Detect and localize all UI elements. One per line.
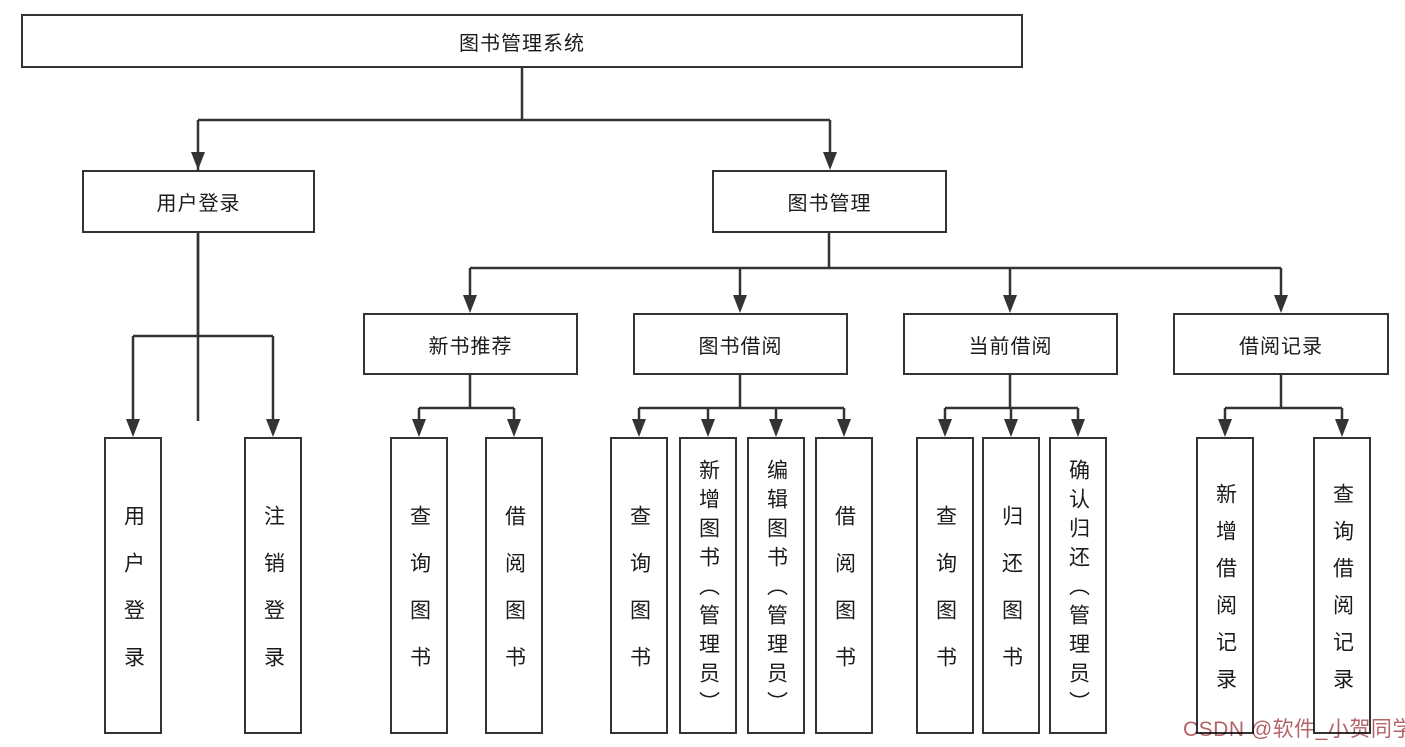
edge-root-split xyxy=(196,68,832,421)
leaf-add-borrow-record: 新增借阅记录 xyxy=(1196,437,1254,734)
node-borrowing-records: 借阅记录 xyxy=(1173,313,1389,375)
node-user-login: 用户登录 xyxy=(82,170,315,233)
leaf-query-books-current: 查询图书 xyxy=(916,437,974,734)
leaf-label: 借阅图书 xyxy=(502,504,526,693)
leaf-label: 新增借阅记录 xyxy=(1213,482,1237,705)
leaf-label: 借阅图书 xyxy=(832,504,856,693)
node-library-management-system: 图书管理系统 xyxy=(21,14,1023,68)
leaf-query-books-borrow: 查询图书 xyxy=(610,437,668,734)
leaf-edit-books-admin: 编辑图书（管理员） xyxy=(747,437,805,734)
leaf-confirm-return-admin: 确认归还（管理员） xyxy=(1049,437,1107,734)
node-label: 当前借阅 xyxy=(968,335,1053,358)
leaf-label: 归还图书 xyxy=(999,504,1023,693)
node-label: 图书管理 xyxy=(787,193,872,215)
node-book-borrowing: 图书借阅 xyxy=(633,313,848,375)
leaf-borrow-books-borrow: 借阅图书 xyxy=(815,437,873,734)
leaf-user-login: 用户登录 xyxy=(104,437,162,734)
leaf-return-books: 归还图书 xyxy=(982,437,1040,734)
leaf-label: 编辑图书（管理员） xyxy=(764,459,788,720)
leaf-query-borrow-record: 查询借阅记录 xyxy=(1313,437,1371,734)
edge-bookmgmt-split xyxy=(468,233,1283,297)
node-label: 图书管理系统 xyxy=(459,32,585,55)
leaf-label: 用户登录 xyxy=(121,504,145,693)
leaf-label: 新增图书（管理员） xyxy=(696,459,720,720)
leaf-add-books-admin: 新增图书（管理员） xyxy=(679,437,737,734)
edge-newbook-split xyxy=(417,375,516,421)
node-label: 用户登录 xyxy=(156,193,241,215)
leaf-label: 查询图书 xyxy=(627,504,651,693)
node-label: 借阅记录 xyxy=(1239,335,1323,358)
leaf-query-books-recommend: 查询图书 xyxy=(390,437,448,734)
leaf-label: 注销登录 xyxy=(261,504,285,693)
edge-borrow-split xyxy=(637,375,846,421)
node-book-management: 图书管理 xyxy=(712,170,947,233)
edge-current-split xyxy=(943,375,1080,421)
leaf-label: 查询借阅记录 xyxy=(1330,482,1354,705)
leaf-label: 确认归还（管理员） xyxy=(1066,459,1090,720)
leaf-borrow-books-recommend: 借阅图书 xyxy=(485,437,543,734)
node-current-borrowing: 当前借阅 xyxy=(903,313,1118,375)
edge-records-split xyxy=(1223,375,1344,421)
node-new-book-recommendation: 新书推荐 xyxy=(363,313,578,375)
leaf-logout: 注销登录 xyxy=(244,437,302,734)
node-label: 新书推荐 xyxy=(428,335,513,358)
edge-userlogin-split xyxy=(131,233,275,421)
leaf-label: 查询图书 xyxy=(933,504,957,693)
node-label: 图书借阅 xyxy=(698,335,783,358)
arrowheads xyxy=(126,152,1349,437)
csdn-watermark: CSDN @软件_小贺同学 xyxy=(1183,718,1405,741)
leaf-label: 查询图书 xyxy=(407,504,431,693)
